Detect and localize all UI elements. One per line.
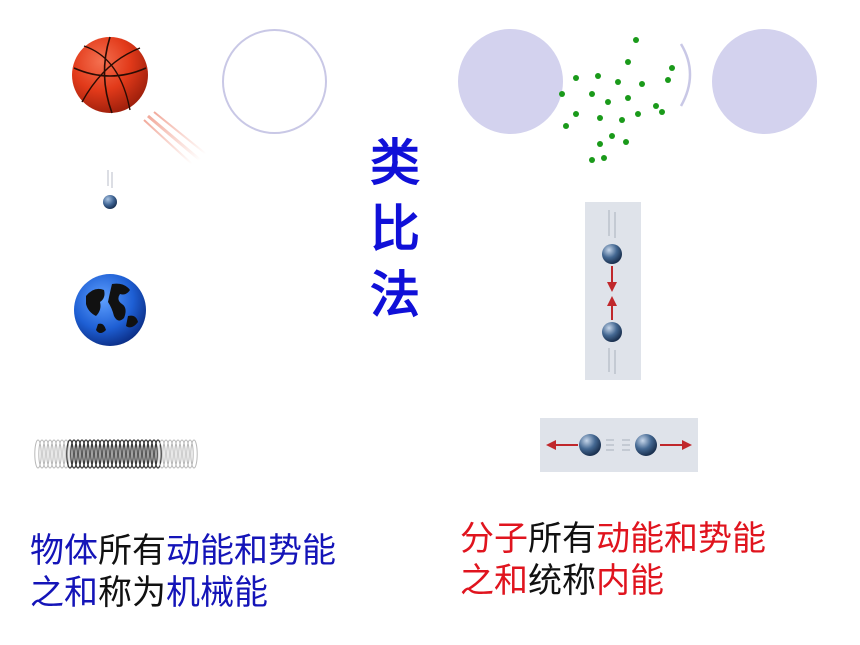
caption-left-2c: 机械能 <box>166 573 268 613</box>
caption-right-1b: 所有 <box>528 519 596 559</box>
caption-left-2b: 称为 <box>98 573 166 613</box>
caption-internal-energy: 分子所有动能和势能 之和统称内能 <box>460 518 766 602</box>
caption-mechanical-energy: 物体所有动能和势能 之和称为机械能 <box>30 530 336 614</box>
title-char-1: 类 <box>370 134 420 192</box>
caption-right-line-2: 之和统称内能 <box>460 560 766 602</box>
spring-icon <box>34 439 198 469</box>
method-title: 类 比 法 <box>360 130 430 328</box>
title-char-3: 法 <box>370 266 420 324</box>
basketball-icon <box>72 36 207 165</box>
caption-left-2a: 之和 <box>30 573 98 613</box>
molecule-pair-vertical-icon <box>585 202 641 380</box>
caption-right-1a: 分子 <box>460 519 528 559</box>
caption-left-1a: 物体 <box>30 531 98 571</box>
caption-right-1c: 动能和势能 <box>596 519 766 559</box>
caption-right-line-1: 分子所有动能和势能 <box>460 518 766 560</box>
ring-arc-fragment <box>679 43 692 107</box>
caption-right-2b: 统称 <box>528 561 596 601</box>
caption-left-1b: 所有 <box>98 531 166 571</box>
ring-filled-right <box>712 29 817 134</box>
title-char-2: 比 <box>370 200 420 258</box>
molecule-cloud-icon <box>559 37 675 163</box>
falling-ball-icon <box>103 170 117 209</box>
caption-left-line-2: 之和称为机械能 <box>30 572 336 614</box>
ring-filled-left <box>458 29 563 134</box>
globe-icon <box>74 274 146 346</box>
ring-outline-left <box>222 29 327 134</box>
caption-right-2a: 之和 <box>460 561 528 601</box>
caption-left-1c: 动能和势能 <box>166 531 336 571</box>
caption-left-line-1: 物体所有动能和势能 <box>30 530 336 572</box>
molecule-pair-horizontal-icon <box>540 418 698 472</box>
caption-right-2c: 内能 <box>596 561 664 601</box>
